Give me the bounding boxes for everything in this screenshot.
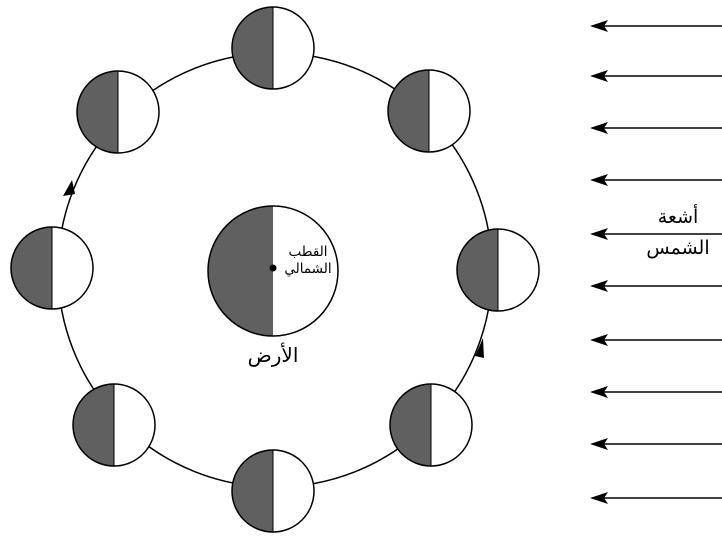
moon-left <box>10 226 94 310</box>
moon-dark-half <box>390 384 431 466</box>
moon-lit-half <box>498 229 539 311</box>
sun-ray-arrow <box>590 70 722 82</box>
moon-dark-half <box>11 227 52 309</box>
moon-dark-half <box>77 71 118 153</box>
sun-ray-arrowhead <box>590 122 608 134</box>
moon-bottom <box>231 449 315 533</box>
north-pole-label: القطب الشمالي <box>278 244 338 278</box>
moon-top-right <box>387 69 471 153</box>
sun-ray-arrowhead <box>590 70 608 82</box>
moon-outline <box>231 449 315 533</box>
sun-ray-arrowhead <box>590 438 608 450</box>
moon-lit-half <box>114 384 155 466</box>
earth-dark-half <box>208 206 273 336</box>
moon-right <box>456 228 540 312</box>
sun-ray-arrow <box>590 492 722 504</box>
moon-outline <box>72 383 156 467</box>
moon-outline <box>456 228 540 312</box>
sun-rays-label: أشعة الشمس <box>640 202 716 264</box>
moon-top-left <box>76 70 160 154</box>
moon-dark-half <box>73 384 114 466</box>
sun-ray-arrowhead <box>590 386 608 398</box>
moon-lit-half <box>429 70 470 152</box>
sun-ray-arrow <box>590 334 722 346</box>
moon-lit-half <box>52 227 93 309</box>
sun-ray-arrow <box>590 280 722 292</box>
moon-dark-half <box>457 229 498 311</box>
sun-rays <box>590 20 722 504</box>
sun-rays-label-line-2: الشمس <box>646 237 710 259</box>
sun-ray-arrowhead <box>590 174 608 186</box>
moon-outline <box>231 6 315 90</box>
sun-ray-arrow <box>590 438 722 450</box>
moon-dark-half <box>232 450 273 532</box>
sun-ray-arrow <box>590 174 722 186</box>
moon-dark-half <box>388 70 429 152</box>
sun-ray-arrowhead <box>590 334 608 346</box>
sun-ray-arrowhead <box>590 20 608 32</box>
sun-rays-label-line-1: أشعة <box>657 206 699 228</box>
orbit-direction-arrow-left <box>63 180 75 196</box>
north-pole-dot <box>269 264 277 272</box>
moon-lit-half <box>273 7 314 89</box>
north-pole-label-line-1: القطب <box>288 244 328 260</box>
earth-lit-half <box>273 206 338 336</box>
moon-lit-half <box>118 71 159 153</box>
sun-ray-arrow <box>590 228 722 240</box>
sun-ray-arrowhead <box>590 492 608 504</box>
moon-group <box>10 6 540 533</box>
earth-label: الأرض <box>247 343 299 367</box>
orbit-direction-arrow-right <box>475 338 484 358</box>
moon-outline <box>76 70 160 154</box>
sun-ray-arrowhead <box>590 280 608 292</box>
sun-ray-arrow <box>590 386 722 398</box>
moon-outline <box>10 226 94 310</box>
moon-lit-half <box>431 384 472 466</box>
moon-dark-half <box>232 7 273 89</box>
north-pole-label-line-2: الشمالي <box>284 261 332 277</box>
earth-outline <box>207 205 339 337</box>
sun-ray-arrowhead <box>590 228 608 240</box>
moon-outline <box>389 383 473 467</box>
moon-bottom-left <box>72 383 156 467</box>
sun-ray-arrow <box>590 122 722 134</box>
earth <box>207 205 339 337</box>
sun-ray-arrow <box>590 20 722 32</box>
moon-outline <box>387 69 471 153</box>
moon-lit-half <box>273 450 314 532</box>
moon-top <box>231 6 315 90</box>
moon-bottom-right <box>389 383 473 467</box>
